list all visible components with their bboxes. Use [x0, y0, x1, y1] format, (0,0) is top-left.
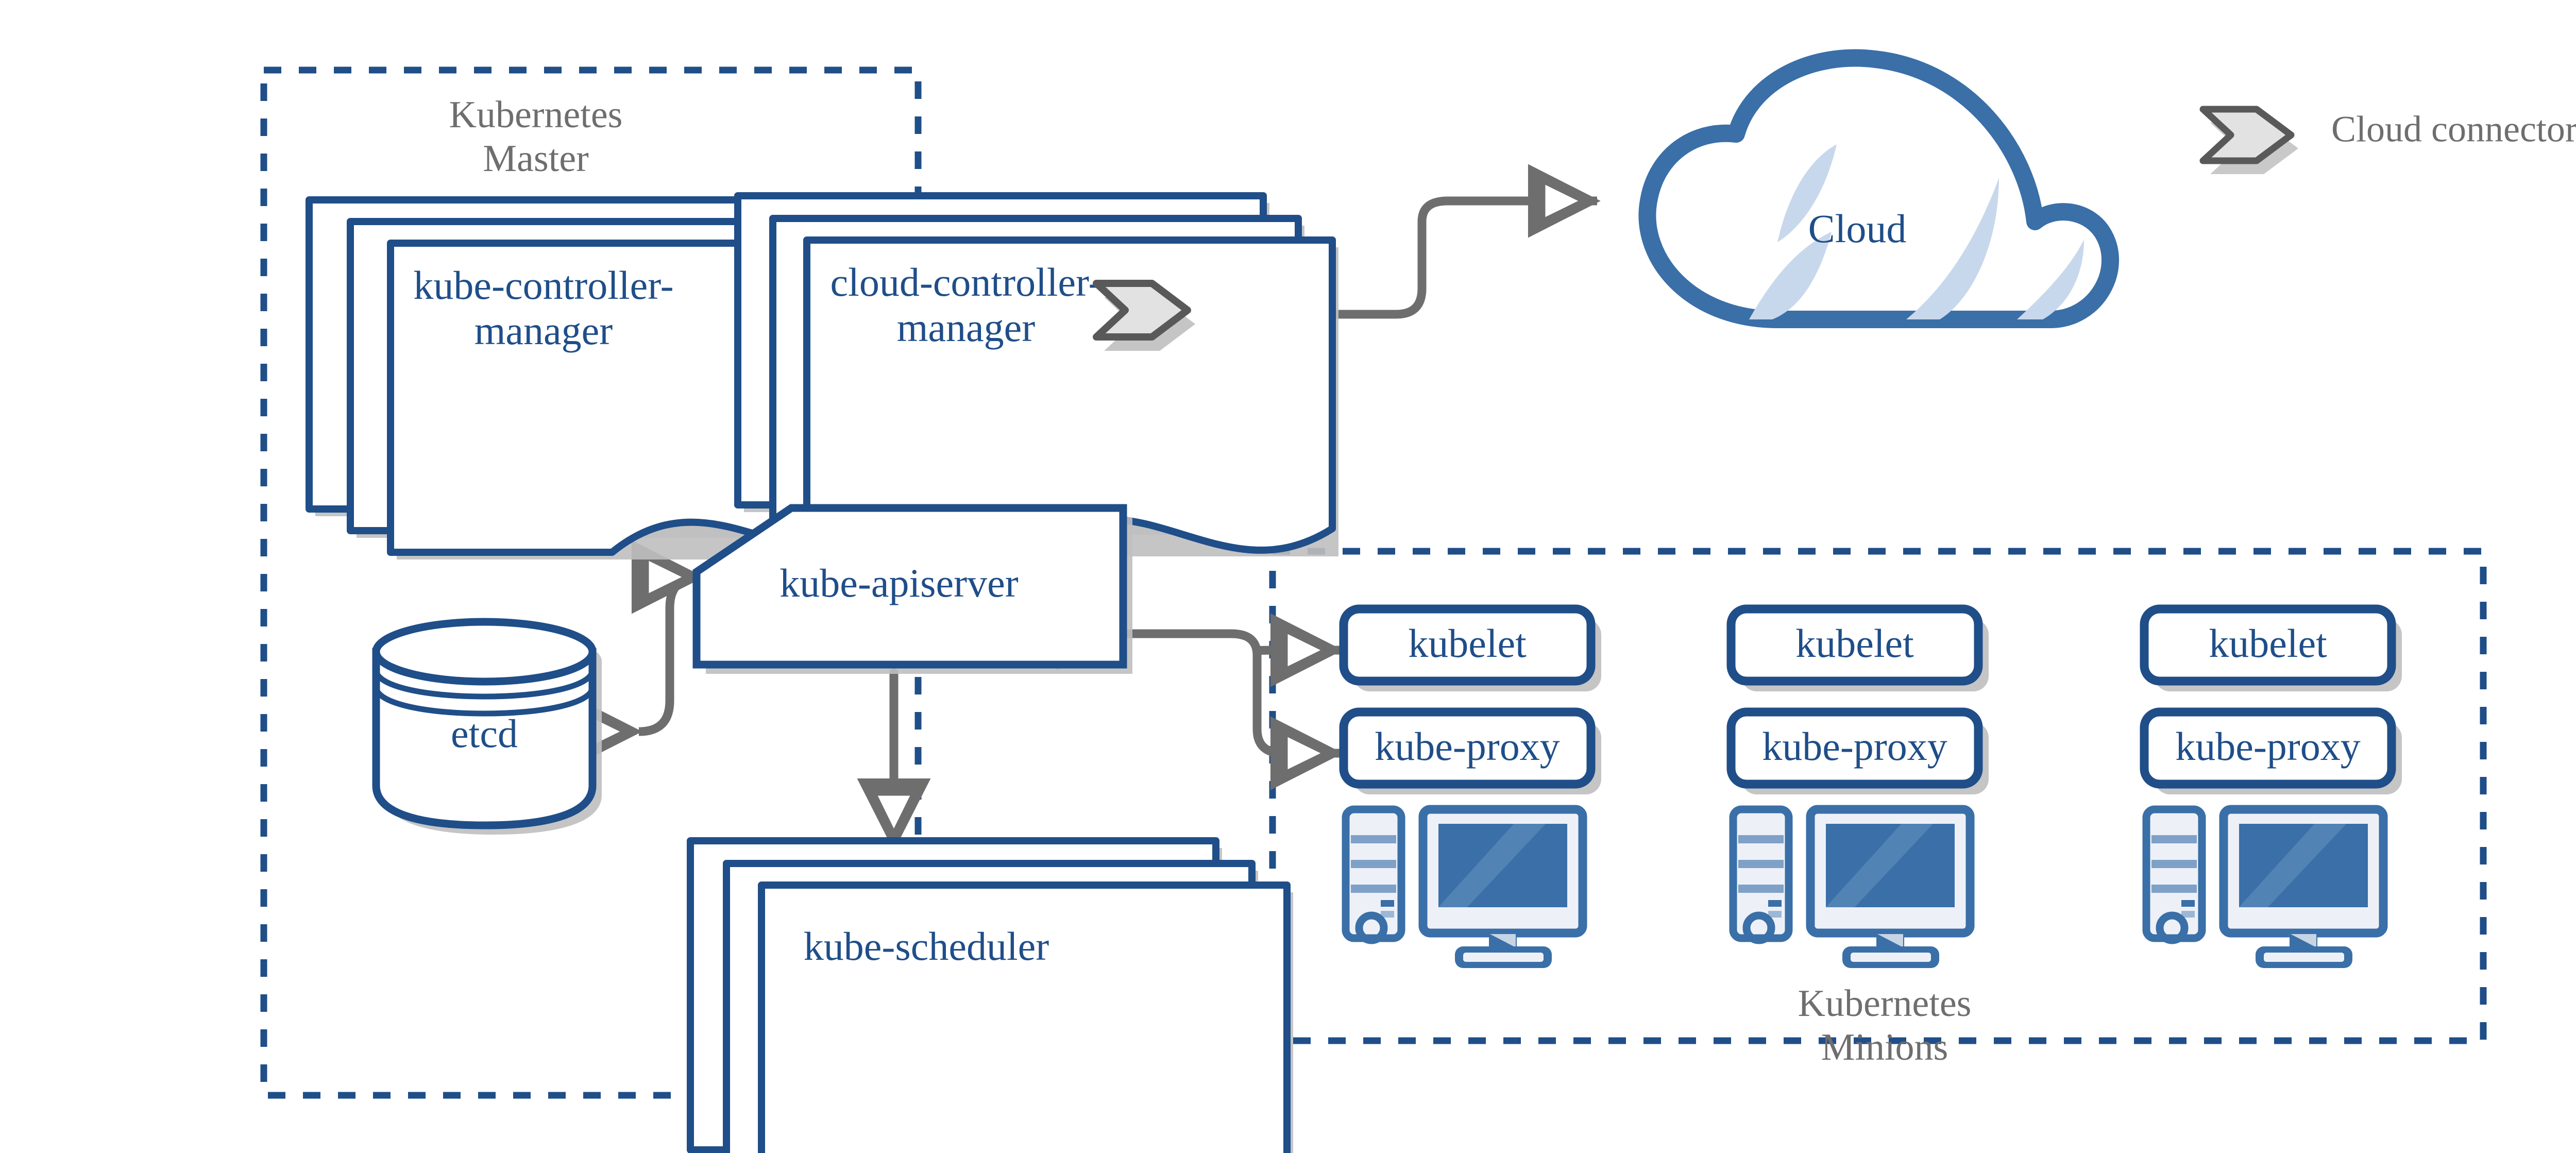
master-label-line2: Master — [483, 138, 589, 180]
minions-label-line2: Minions — [1821, 1026, 1948, 1069]
kubernetes-minions-label: Kubernetes Minions — [1798, 982, 1972, 1069]
kubelet-box-2[interactable]: kubelet — [1726, 604, 1989, 691]
legend-cloud-connector: Cloud connector — [2199, 106, 2576, 174]
cloud-controller-manager-label-line1: cloud-controller- — [831, 260, 1102, 304]
workstation-icon-3 — [2146, 809, 2383, 968]
kube-scheduler-label: kube-scheduler — [804, 924, 1049, 969]
kube-proxy-label-3: kube-proxy — [2175, 724, 2361, 769]
kube-proxy-label-1: kube-proxy — [1375, 724, 1560, 769]
cloud-connector-chevron-icon — [1093, 280, 1195, 351]
minion-node-1: kubelet kube-proxy — [1339, 604, 1601, 968]
kubelet-box-3[interactable]: kubelet — [2140, 604, 2402, 691]
kubelet-label-3: kubelet — [2209, 621, 2327, 666]
kube-apiserver-shape[interactable]: kube-apiserver — [692, 504, 1132, 674]
connector-apiserver-to-kubelet — [1056, 597, 1343, 687]
kubelet-label-2: kubelet — [1795, 621, 1914, 666]
kube-controller-manager-label-line1: kube-controller- — [413, 263, 673, 308]
cloud-controller-manager-shape[interactable]: cloud-controller- manager — [738, 196, 1338, 556]
workstation-icon-2 — [1733, 809, 1970, 968]
kube-apiserver-label: kube-apiserver — [779, 561, 1018, 605]
kube-proxy-label-2: kube-proxy — [1762, 724, 1947, 769]
etcd-shape[interactable]: etcd — [372, 618, 602, 835]
cloud-controller-manager-label-line2: manager — [897, 305, 1036, 350]
kube-proxy-box-2[interactable]: kube-proxy — [1726, 707, 1989, 794]
connector-ccm-to-cloud — [1149, 164, 1601, 319]
connector-etcd-apiserver — [569, 540, 704, 769]
kube-controller-manager-label-line2: manager — [474, 308, 613, 353]
connector-apiserver-to-kubeproxy — [1252, 650, 1343, 790]
cloud-label: Cloud — [1808, 206, 1907, 251]
kube-proxy-box-3[interactable]: kube-proxy — [2140, 707, 2402, 794]
kube-proxy-box-1[interactable]: kube-proxy — [1339, 707, 1601, 794]
kubelet-box-1[interactable]: kubelet — [1339, 604, 1601, 691]
kubernetes-master-label: Kubernetes Master — [449, 94, 623, 180]
master-label-line1: Kubernetes — [449, 94, 623, 136]
kube-scheduler-shape[interactable]: kube-scheduler — [690, 841, 1293, 1153]
kubelet-label-1: kubelet — [1408, 621, 1527, 666]
etcd-label: etcd — [451, 711, 518, 756]
kubernetes-minions-group-box — [1269, 548, 2487, 1044]
workstation-icon-1 — [1346, 809, 1583, 968]
minion-node-2: kubelet kube-proxy — [1726, 604, 1989, 968]
minion-node-3: kubelet kube-proxy — [2140, 604, 2402, 968]
legend-cloud-connector-label: Cloud connector — [2331, 109, 2576, 150]
minions-label-line1: Kubernetes — [1798, 982, 1972, 1025]
cloud-shape: Cloud — [1638, 49, 2119, 328]
